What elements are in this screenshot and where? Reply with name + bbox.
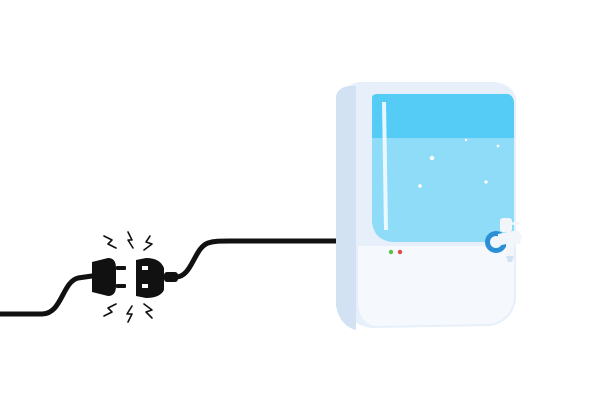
power-led (388, 249, 394, 255)
power-cord-left (0, 273, 95, 317)
water-purifier (336, 82, 522, 330)
water-surface (372, 94, 514, 138)
purifier-base (358, 246, 514, 326)
tap-icon[interactable] (485, 218, 522, 262)
socket-icon (136, 258, 178, 298)
plug-icon (92, 258, 126, 296)
water-bubbles (418, 138, 500, 188)
status-led (397, 249, 403, 255)
spark-icon (103, 231, 153, 323)
power-cord-right (173, 238, 341, 280)
purifier-side-shade (336, 86, 356, 330)
glass-reflection (382, 102, 388, 230)
